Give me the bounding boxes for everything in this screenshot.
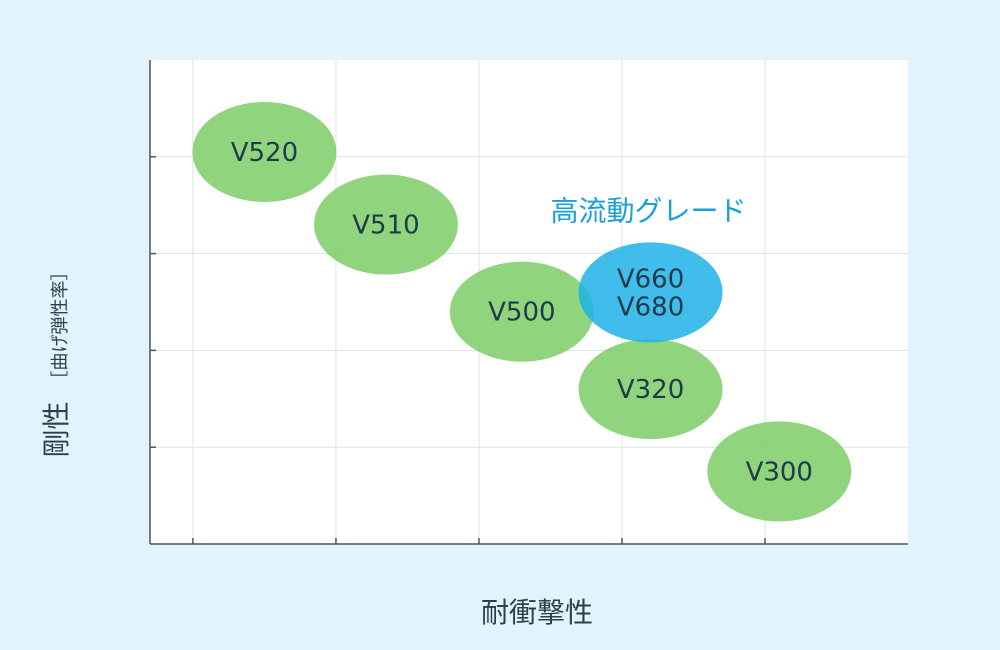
bubble — [192, 101, 337, 202]
bubble — [707, 421, 852, 522]
bubble-high-flow — [578, 242, 723, 343]
bubble — [578, 339, 723, 440]
y-axis-title: 剛性 ［曲げ弾性率］ — [40, 262, 73, 457]
bubble-label: V300 — [746, 457, 813, 487]
y-axis-title-group: 剛性 ［曲げ弾性率］ — [40, 262, 73, 457]
y-axis-title-main: 剛性 — [40, 402, 73, 458]
bubble — [449, 261, 594, 362]
bubble-label: V510 — [352, 211, 419, 241]
bubble-label: V680 — [617, 292, 684, 322]
x-axis-title: 耐衝撃性 — [481, 596, 593, 629]
bubble-label: V660 — [617, 264, 684, 294]
bubble-label: V500 — [488, 298, 555, 328]
y-axis-title-note: ［曲げ弾性率］ — [50, 262, 71, 388]
annotation-label: 高流動グレード — [551, 194, 747, 227]
bubble — [313, 174, 458, 275]
bubble-label: V520 — [231, 138, 298, 168]
bubble-label: V320 — [617, 375, 684, 405]
axes — [149, 60, 908, 545]
